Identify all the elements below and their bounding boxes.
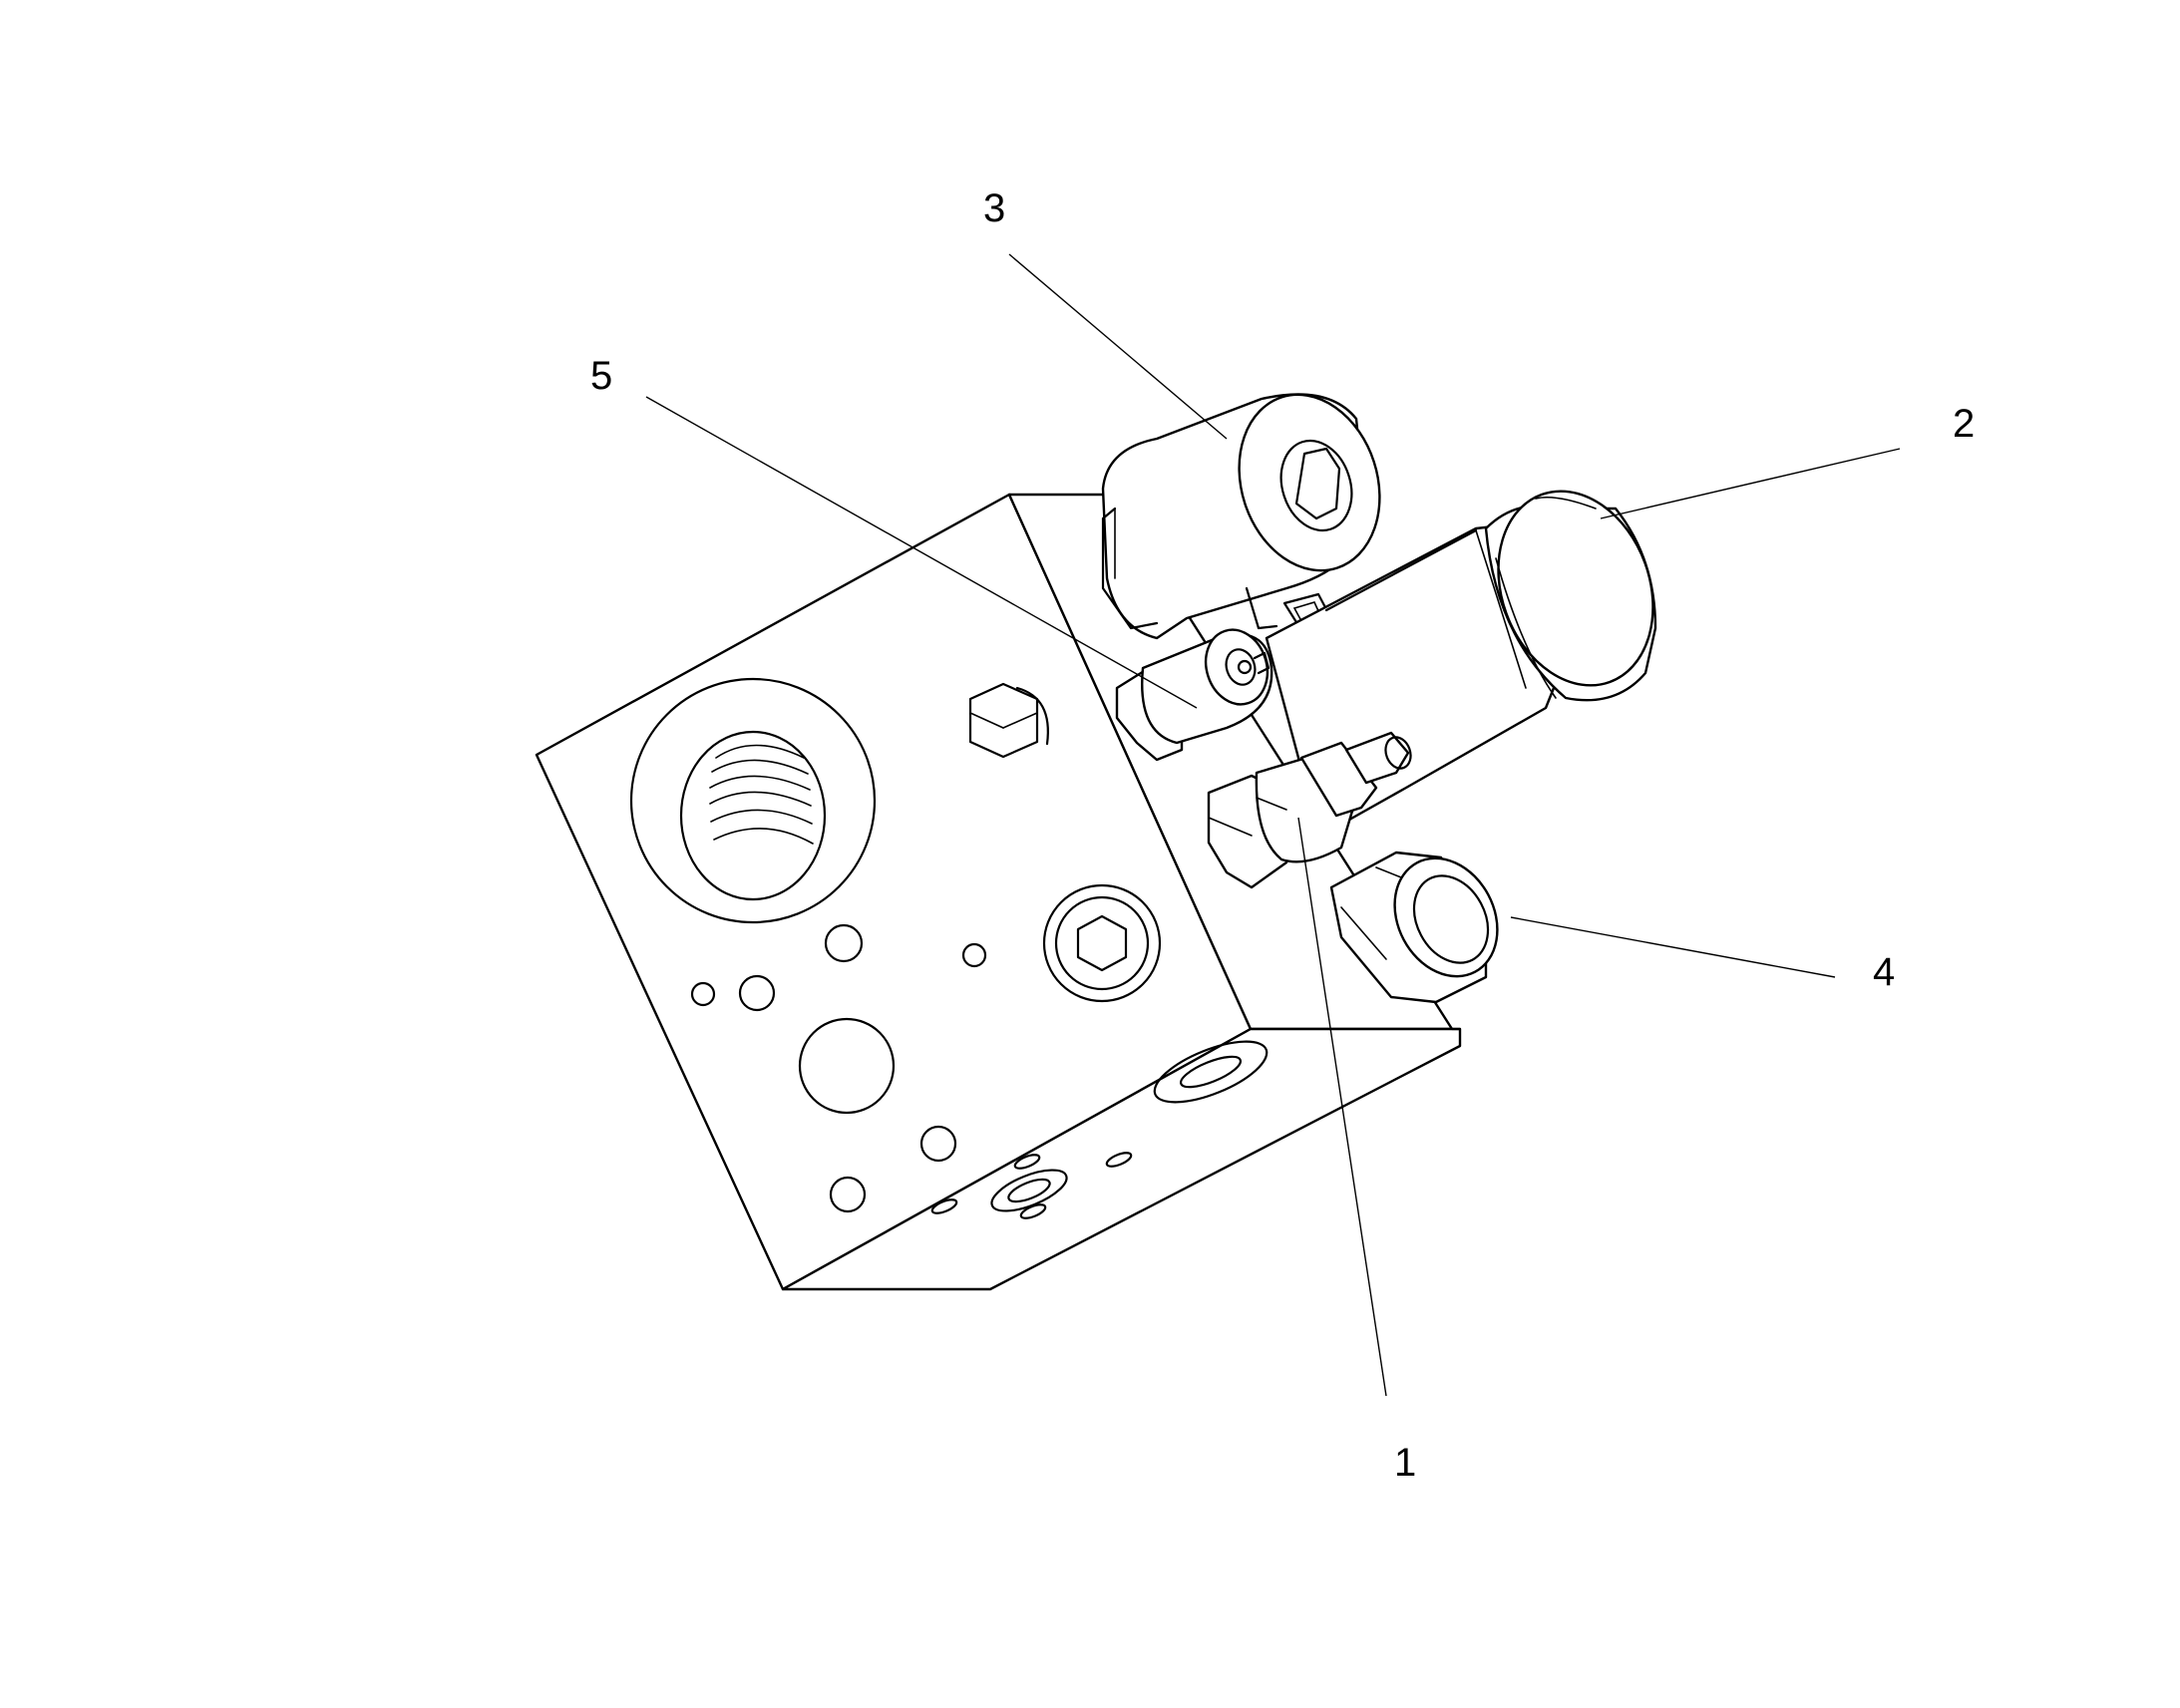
solenoid-coil <box>1101 393 1381 640</box>
plug-4 <box>1329 851 1499 1004</box>
sensor-fitting <box>1207 731 1412 889</box>
front-face-holes <box>690 923 987 1213</box>
hex-plug <box>1042 883 1162 1003</box>
leader-lines <box>645 253 1901 1397</box>
callout-5: 5 <box>590 354 612 398</box>
leader-2 <box>1600 448 1901 519</box>
main-port <box>629 677 877 924</box>
bottom-face-ports <box>930 1040 1269 1219</box>
block-bottom-face <box>781 1027 1462 1291</box>
leader-4 <box>1510 916 1836 978</box>
leader-5 <box>645 396 1198 709</box>
callout-3: 3 <box>983 186 1005 230</box>
valve-stem-5 <box>1115 628 1273 762</box>
callout-4: 4 <box>1873 950 1895 994</box>
leader-1 <box>1297 817 1387 1397</box>
small-hex-fitting <box>968 682 1049 759</box>
leader-3 <box>1008 253 1228 440</box>
callout-1: 1 <box>1394 1441 1416 1485</box>
callout-2: 2 <box>1953 402 1975 446</box>
